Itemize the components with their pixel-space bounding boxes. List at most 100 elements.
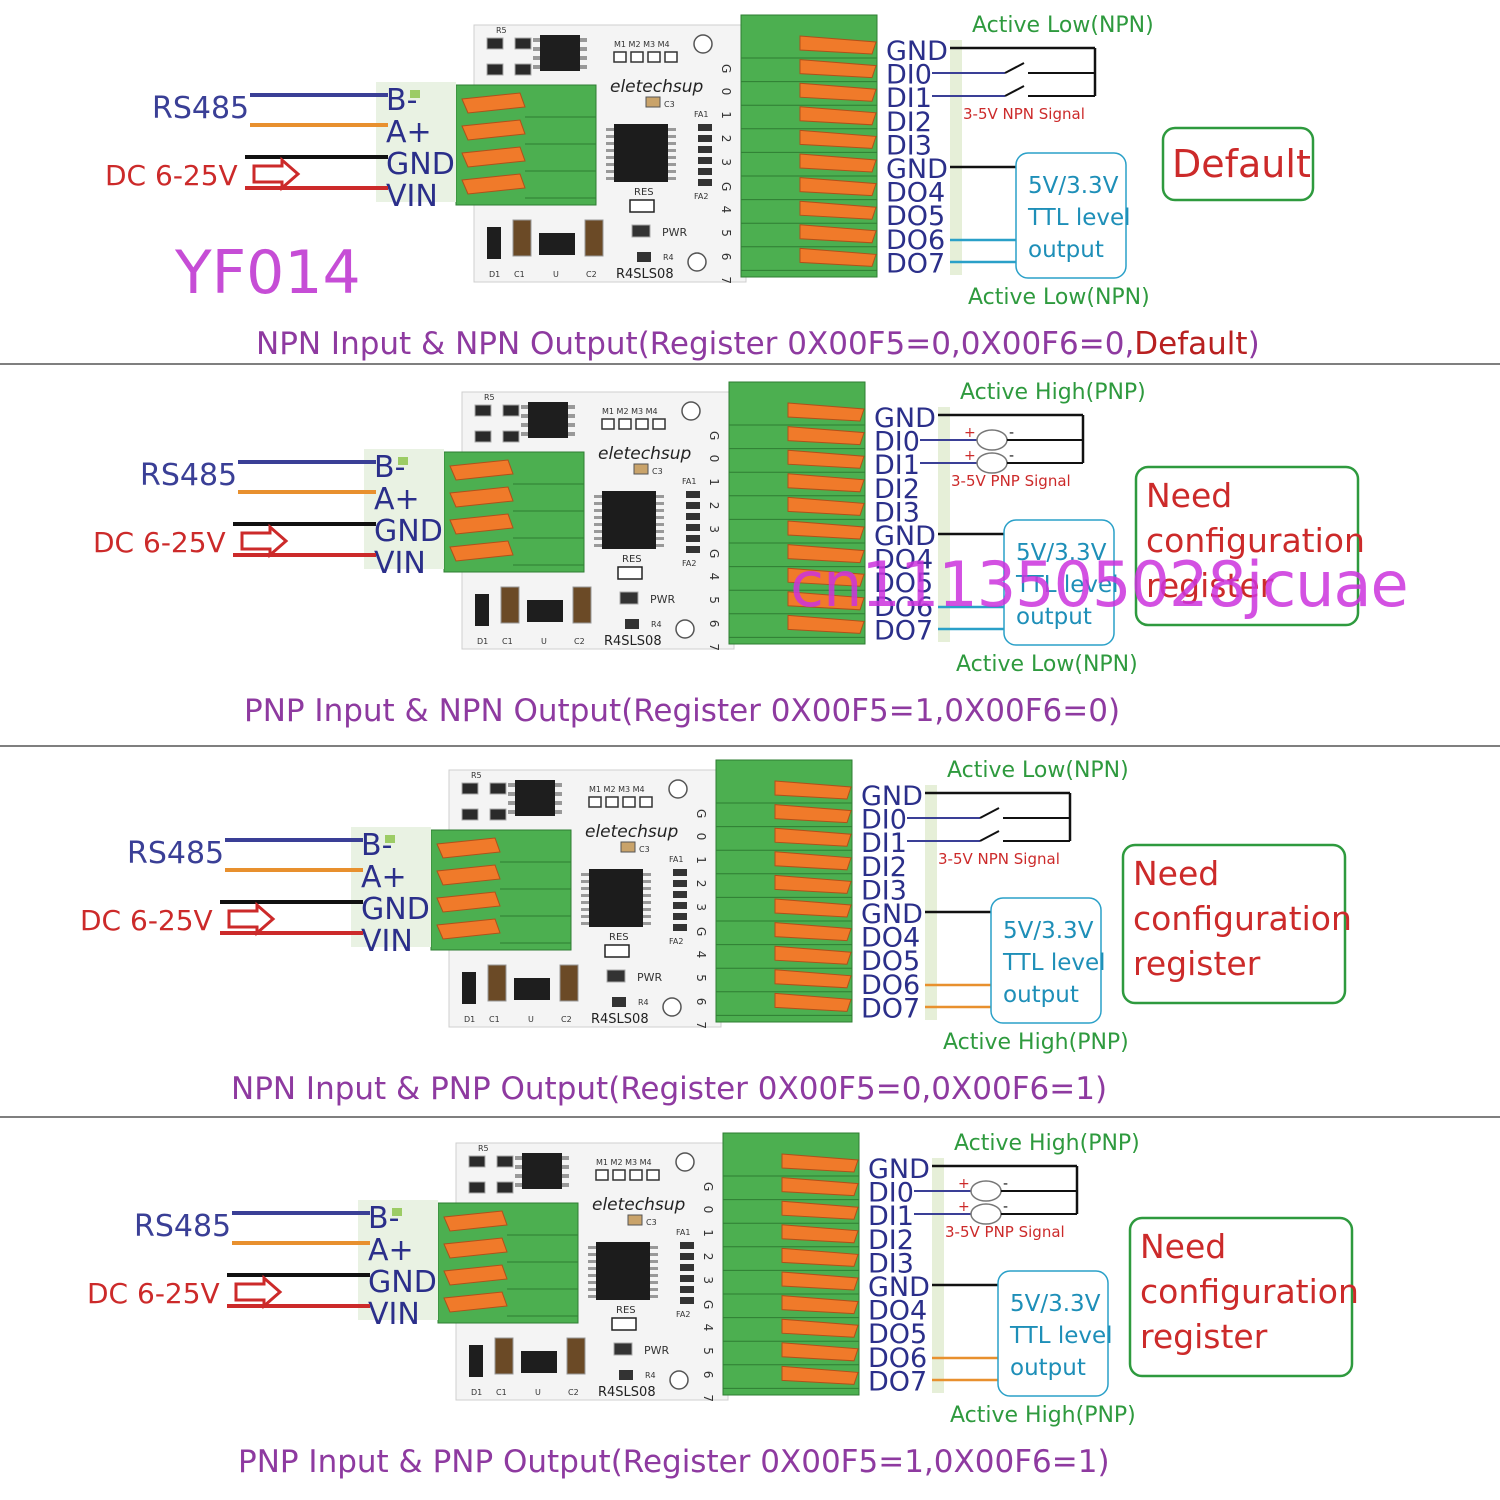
chip-pin <box>521 432 528 436</box>
capacitor <box>645 96 661 108</box>
chip-pin <box>643 922 651 925</box>
right-terminal-label: DO4 <box>886 178 945 209</box>
pcb-port-number: 5 <box>719 229 733 237</box>
smd-component <box>474 404 492 417</box>
config-note-text: register <box>1146 566 1274 605</box>
config-note-text: configuration <box>1133 899 1352 938</box>
polarity-minus-icon: - <box>1009 425 1014 441</box>
pnp-signal-source-icon <box>970 1180 1002 1202</box>
terminal-lever <box>461 173 526 195</box>
chip-pin <box>521 423 528 427</box>
config-note-text: configuration <box>1140 1272 1359 1311</box>
terminal-label-plate <box>358 1200 438 1320</box>
resistor-array <box>686 491 700 498</box>
smd-component <box>489 808 507 821</box>
pcb-brand-label: eletechsup <box>592 1195 686 1215</box>
input-signal-label: 3-5V PNP Signal <box>951 472 1071 490</box>
chip-pin <box>588 1253 596 1256</box>
terminal-lever <box>799 247 877 267</box>
right-terminal-label: DO5 <box>874 568 933 599</box>
terminal-lever <box>799 153 877 173</box>
chip-pin <box>643 887 651 890</box>
terminal-label-plate <box>950 40 962 275</box>
pcb-label-r4: R4 <box>638 998 649 1007</box>
resistor-array <box>680 1253 694 1260</box>
right-terminal-label: DO5 <box>886 201 945 232</box>
resistor-array <box>698 179 712 186</box>
left-terminal-label: A+ <box>368 1233 414 1268</box>
chip-pin <box>594 530 602 533</box>
left-terminal-label: B- <box>386 83 417 118</box>
pcb-label-res: RES <box>634 187 654 198</box>
switch-contact-icon <box>979 807 1000 819</box>
pcb-port-number: G <box>701 1182 715 1191</box>
switch-contact-icon <box>1004 85 1025 97</box>
terminal-lever <box>774 969 852 989</box>
terminal-lever <box>461 119 526 141</box>
resistor-array <box>673 913 687 920</box>
jumper-pad <box>601 418 615 430</box>
chip-pin <box>668 128 676 131</box>
pcb-port-number: 4 <box>707 573 721 581</box>
diode <box>469 1345 483 1377</box>
right-terminal-label: GND <box>874 521 936 552</box>
right-terminal-label: DO6 <box>874 592 933 623</box>
chip-pin <box>650 1288 658 1291</box>
power-supply-label: DC 6-25V <box>105 159 238 192</box>
terminal-label-plate <box>925 785 937 1020</box>
left-terminal-label: VIN <box>386 179 438 214</box>
capacitor <box>512 219 532 257</box>
pcb-port-number: 6 <box>701 1371 715 1379</box>
resistor-array <box>698 135 712 142</box>
right-terminal-label: DO7 <box>886 248 945 279</box>
pcb-port-number: 2 <box>719 135 733 143</box>
terminal-lever <box>781 1342 859 1362</box>
polarity-minus-icon: - <box>1003 1199 1008 1215</box>
chip-pin <box>594 523 602 526</box>
right-terminal-label: DI2 <box>874 474 920 505</box>
smd-component <box>461 782 479 795</box>
chip-pin <box>656 495 664 498</box>
caption-tail: ) <box>1248 326 1260 362</box>
pcb-model-label: R4SLS08 <box>591 1012 649 1027</box>
mounting-hole <box>687 252 707 272</box>
smd-component <box>468 1181 486 1194</box>
right-terminal-label: GND <box>874 403 936 434</box>
pcb-label-pwr: PWR <box>650 593 676 606</box>
terminal-lever <box>774 804 852 824</box>
chip-pin <box>515 1183 522 1187</box>
chip-pin <box>668 142 676 145</box>
ttl-output-text: TTL level <box>1002 950 1106 976</box>
left-terminal-label: GND <box>361 892 430 927</box>
right-terminal-block <box>722 1132 944 1396</box>
chip-pin <box>643 915 651 918</box>
right-terminal-label: DI0 <box>861 805 907 836</box>
resistor-array <box>673 902 687 909</box>
chip-pin <box>588 1274 596 1277</box>
terminal-lever <box>461 146 526 168</box>
polarity-plus-icon: + <box>958 1199 970 1215</box>
config-note-text: Need <box>1146 476 1232 515</box>
eeprom-chip <box>540 35 580 71</box>
resistor-array <box>686 513 700 520</box>
pcb-label-fa2: FA2 <box>669 937 683 946</box>
caption-default-accent: Default <box>1134 326 1247 362</box>
chip-pin <box>555 801 562 805</box>
pcb-label-d1: D1 <box>471 1388 482 1397</box>
pcb-label-res: RES <box>609 932 629 943</box>
terminal-label-plate <box>351 827 431 947</box>
chip-pin <box>656 530 664 533</box>
ttl-output-text: TTL level <box>1015 572 1119 598</box>
right-terminal-label: DO7 <box>868 1366 927 1397</box>
terminal-lever <box>443 1291 508 1313</box>
pcb-label-res: RES <box>616 1305 636 1316</box>
power-supply-label: DC 6-25V <box>87 1277 220 1310</box>
right-terminal-label: GND <box>886 36 948 67</box>
panel-caption: NPN Input & PNP Output(Register 0X00F5=0… <box>231 1071 1107 1107</box>
chip-pin <box>568 405 575 409</box>
polarity-plus-icon: + <box>964 448 976 464</box>
chip-pin <box>568 423 575 427</box>
pcb-label-fa1: FA1 <box>682 477 696 486</box>
config-note-text: Need <box>1133 854 1219 893</box>
resistor-array <box>680 1275 694 1282</box>
